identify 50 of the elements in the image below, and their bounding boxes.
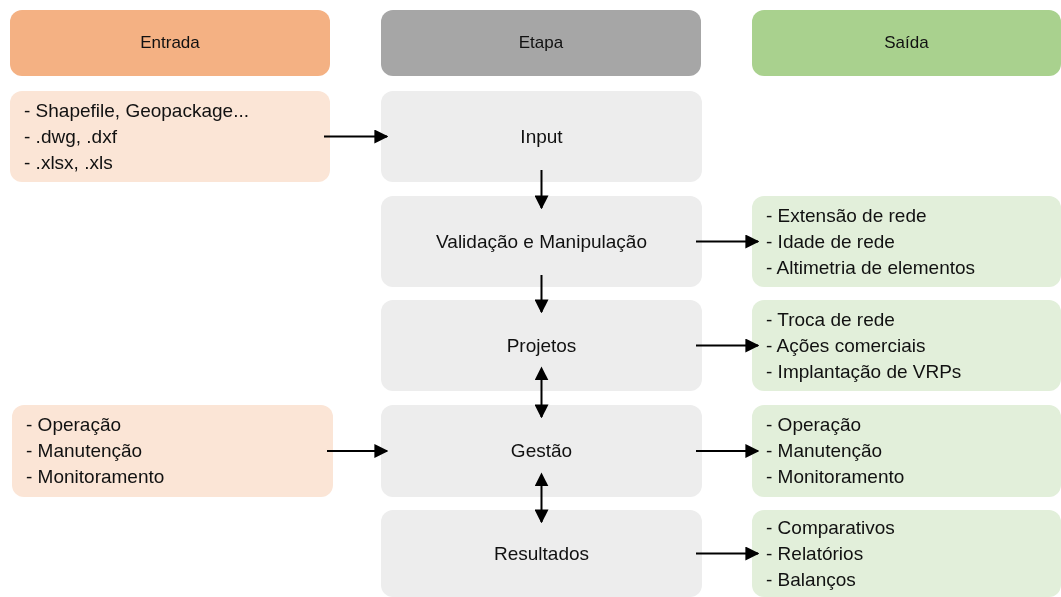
- arrow: [534, 472, 549, 524]
- step-label: Resultados: [493, 541, 590, 566]
- step-label: Projetos: [506, 333, 577, 358]
- list-item: - Comparativos: [766, 515, 896, 540]
- list-item: - Idade de rede: [766, 229, 896, 254]
- list-item: - Manutenção: [26, 439, 144, 463]
- list-item: - .xlsx, .xls: [24, 150, 114, 175]
- list-item: - Altimetria de elementos: [766, 255, 977, 280]
- arrow: [534, 366, 549, 419]
- step-label: Gestão: [510, 439, 573, 463]
- list-item: - Monitoramento: [26, 465, 166, 489]
- list-item: - Relatórios: [766, 541, 865, 566]
- process-box: [381, 300, 702, 391]
- list-box: [752, 196, 1061, 287]
- process-box: [381, 196, 702, 287]
- list-item: - Extensão de rede: [766, 203, 928, 228]
- list-item: - Ações comerciais: [766, 333, 927, 358]
- list-item: - Manutenção: [766, 439, 884, 463]
- arrow: [323, 129, 389, 144]
- arrow: [534, 169, 549, 210]
- column-header: [10, 10, 330, 76]
- arrow: [534, 274, 549, 314]
- step-label: Validação e Manipulação: [436, 229, 647, 254]
- process-box: [381, 510, 702, 597]
- arrow: [326, 444, 389, 458]
- arrow: [695, 546, 760, 561]
- list-item: - Balanços: [766, 567, 857, 592]
- column-header: [752, 10, 1061, 76]
- list-item: - Monitoramento: [766, 465, 906, 489]
- arrow: [695, 234, 760, 249]
- list-item: - Implantação de VRPs: [766, 359, 963, 384]
- list-box: [10, 91, 330, 182]
- header-label: Entrada: [140, 32, 200, 54]
- list-item: - Troca de rede: [766, 307, 896, 332]
- list-item: - .dwg, .dxf: [24, 124, 118, 149]
- arrow: [695, 338, 760, 353]
- list-box: [752, 510, 1061, 597]
- arrow: [695, 444, 760, 458]
- list-item: - Shapefile, Geopackage...: [24, 98, 250, 123]
- list-box: [752, 405, 1061, 497]
- step-label: Input: [520, 124, 563, 149]
- header-label: Saída: [884, 32, 929, 54]
- list-item: - Operação: [766, 413, 863, 437]
- column-header: [381, 10, 701, 76]
- list-box: [12, 405, 333, 497]
- list-item: - Operação: [26, 413, 123, 437]
- process-box: [381, 91, 702, 182]
- list-box: [752, 300, 1061, 391]
- header-label: Etapa: [518, 32, 564, 54]
- process-box: [381, 405, 702, 497]
